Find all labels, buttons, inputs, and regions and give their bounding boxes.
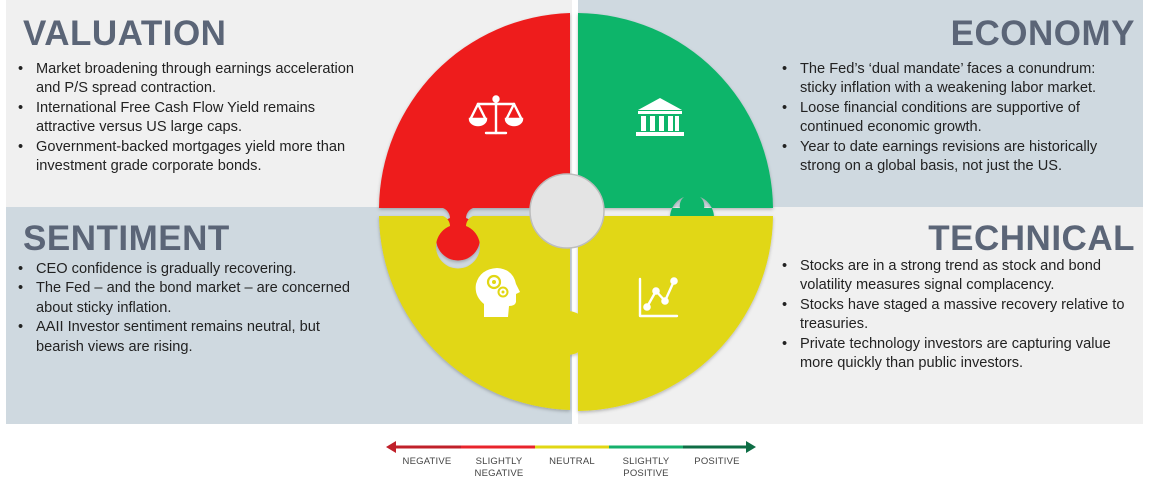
technical-title: TECHNICAL bbox=[928, 219, 1135, 258]
bullet-item: Market broadening through earnings accel… bbox=[16, 60, 366, 99]
economy-title: ECONOMY bbox=[950, 14, 1135, 53]
bank-icon bbox=[636, 98, 684, 136]
legend-label-slightly-negative: SLIGHTLY NEGATIVE bbox=[474, 456, 524, 479]
bullet-item: Year to date earnings revisions are hist… bbox=[780, 138, 1135, 177]
bullet-item: CEO confidence is gradually recovering. bbox=[16, 260, 371, 280]
valuation-piece bbox=[379, 13, 570, 261]
center-hole bbox=[529, 173, 605, 249]
legend-label-positive: POSITIVE bbox=[694, 456, 740, 467]
bullet-item: Stocks have staged a massive recovery re… bbox=[780, 296, 1140, 335]
line-chart-icon bbox=[638, 277, 679, 318]
bullet-item: The Fed’s ‘dual mandate’ faces a conundr… bbox=[780, 60, 1135, 99]
arrow-right-icon bbox=[746, 441, 756, 453]
bullet-item: The Fed – and the bond market – are conc… bbox=[16, 279, 371, 318]
valuation-title: VALUATION bbox=[23, 14, 227, 53]
bullet-item: Government-backed mortgages yield more t… bbox=[16, 138, 366, 177]
legend-segment-neutral bbox=[535, 445, 609, 449]
bullet-item: Stocks are in a strong trend as stock an… bbox=[780, 257, 1140, 296]
bullet-item: Loose financial conditions are supportiv… bbox=[780, 99, 1135, 138]
legend-label-slightly-positive: SLIGHTLY POSITIVE bbox=[622, 456, 670, 479]
sentiment-bullets: CEO confidence is gradually recovering. … bbox=[16, 260, 371, 357]
bullet-item: International Free Cash Flow Yield remai… bbox=[16, 99, 366, 138]
economy-bullets: The Fed’s ‘dual mandate’ faces a conundr… bbox=[780, 60, 1135, 176]
legend-segment-negative bbox=[396, 445, 461, 449]
legend-segment-positive bbox=[683, 445, 746, 449]
bullet-item: AAII Investor sentiment remains neutral,… bbox=[16, 318, 371, 357]
legend-label-negative: NEGATIVE bbox=[402, 456, 452, 467]
technical-bullets: Stocks are in a strong trend as stock an… bbox=[780, 257, 1140, 373]
legend-segment-slightly-negative bbox=[461, 445, 535, 449]
scales-icon bbox=[468, 95, 524, 135]
legend-segment-slightly-positive bbox=[609, 445, 683, 449]
technical-piece bbox=[545, 216, 773, 411]
valuation-bullets: Market broadening through earnings accel… bbox=[16, 60, 366, 176]
head-gears-icon bbox=[475, 268, 520, 317]
legend: NEGATIVE SLIGHTLY NEGATIVE NEUTRAL SLIGH… bbox=[386, 441, 756, 485]
sentiment-piece bbox=[379, 216, 570, 410]
arrow-left-icon bbox=[386, 441, 396, 453]
legend-label-neutral: NEUTRAL bbox=[549, 456, 595, 467]
sentiment-title: SENTIMENT bbox=[23, 219, 230, 258]
bullet-item: Private technology investors are capturi… bbox=[780, 335, 1140, 374]
legend-arrow bbox=[386, 441, 756, 453]
